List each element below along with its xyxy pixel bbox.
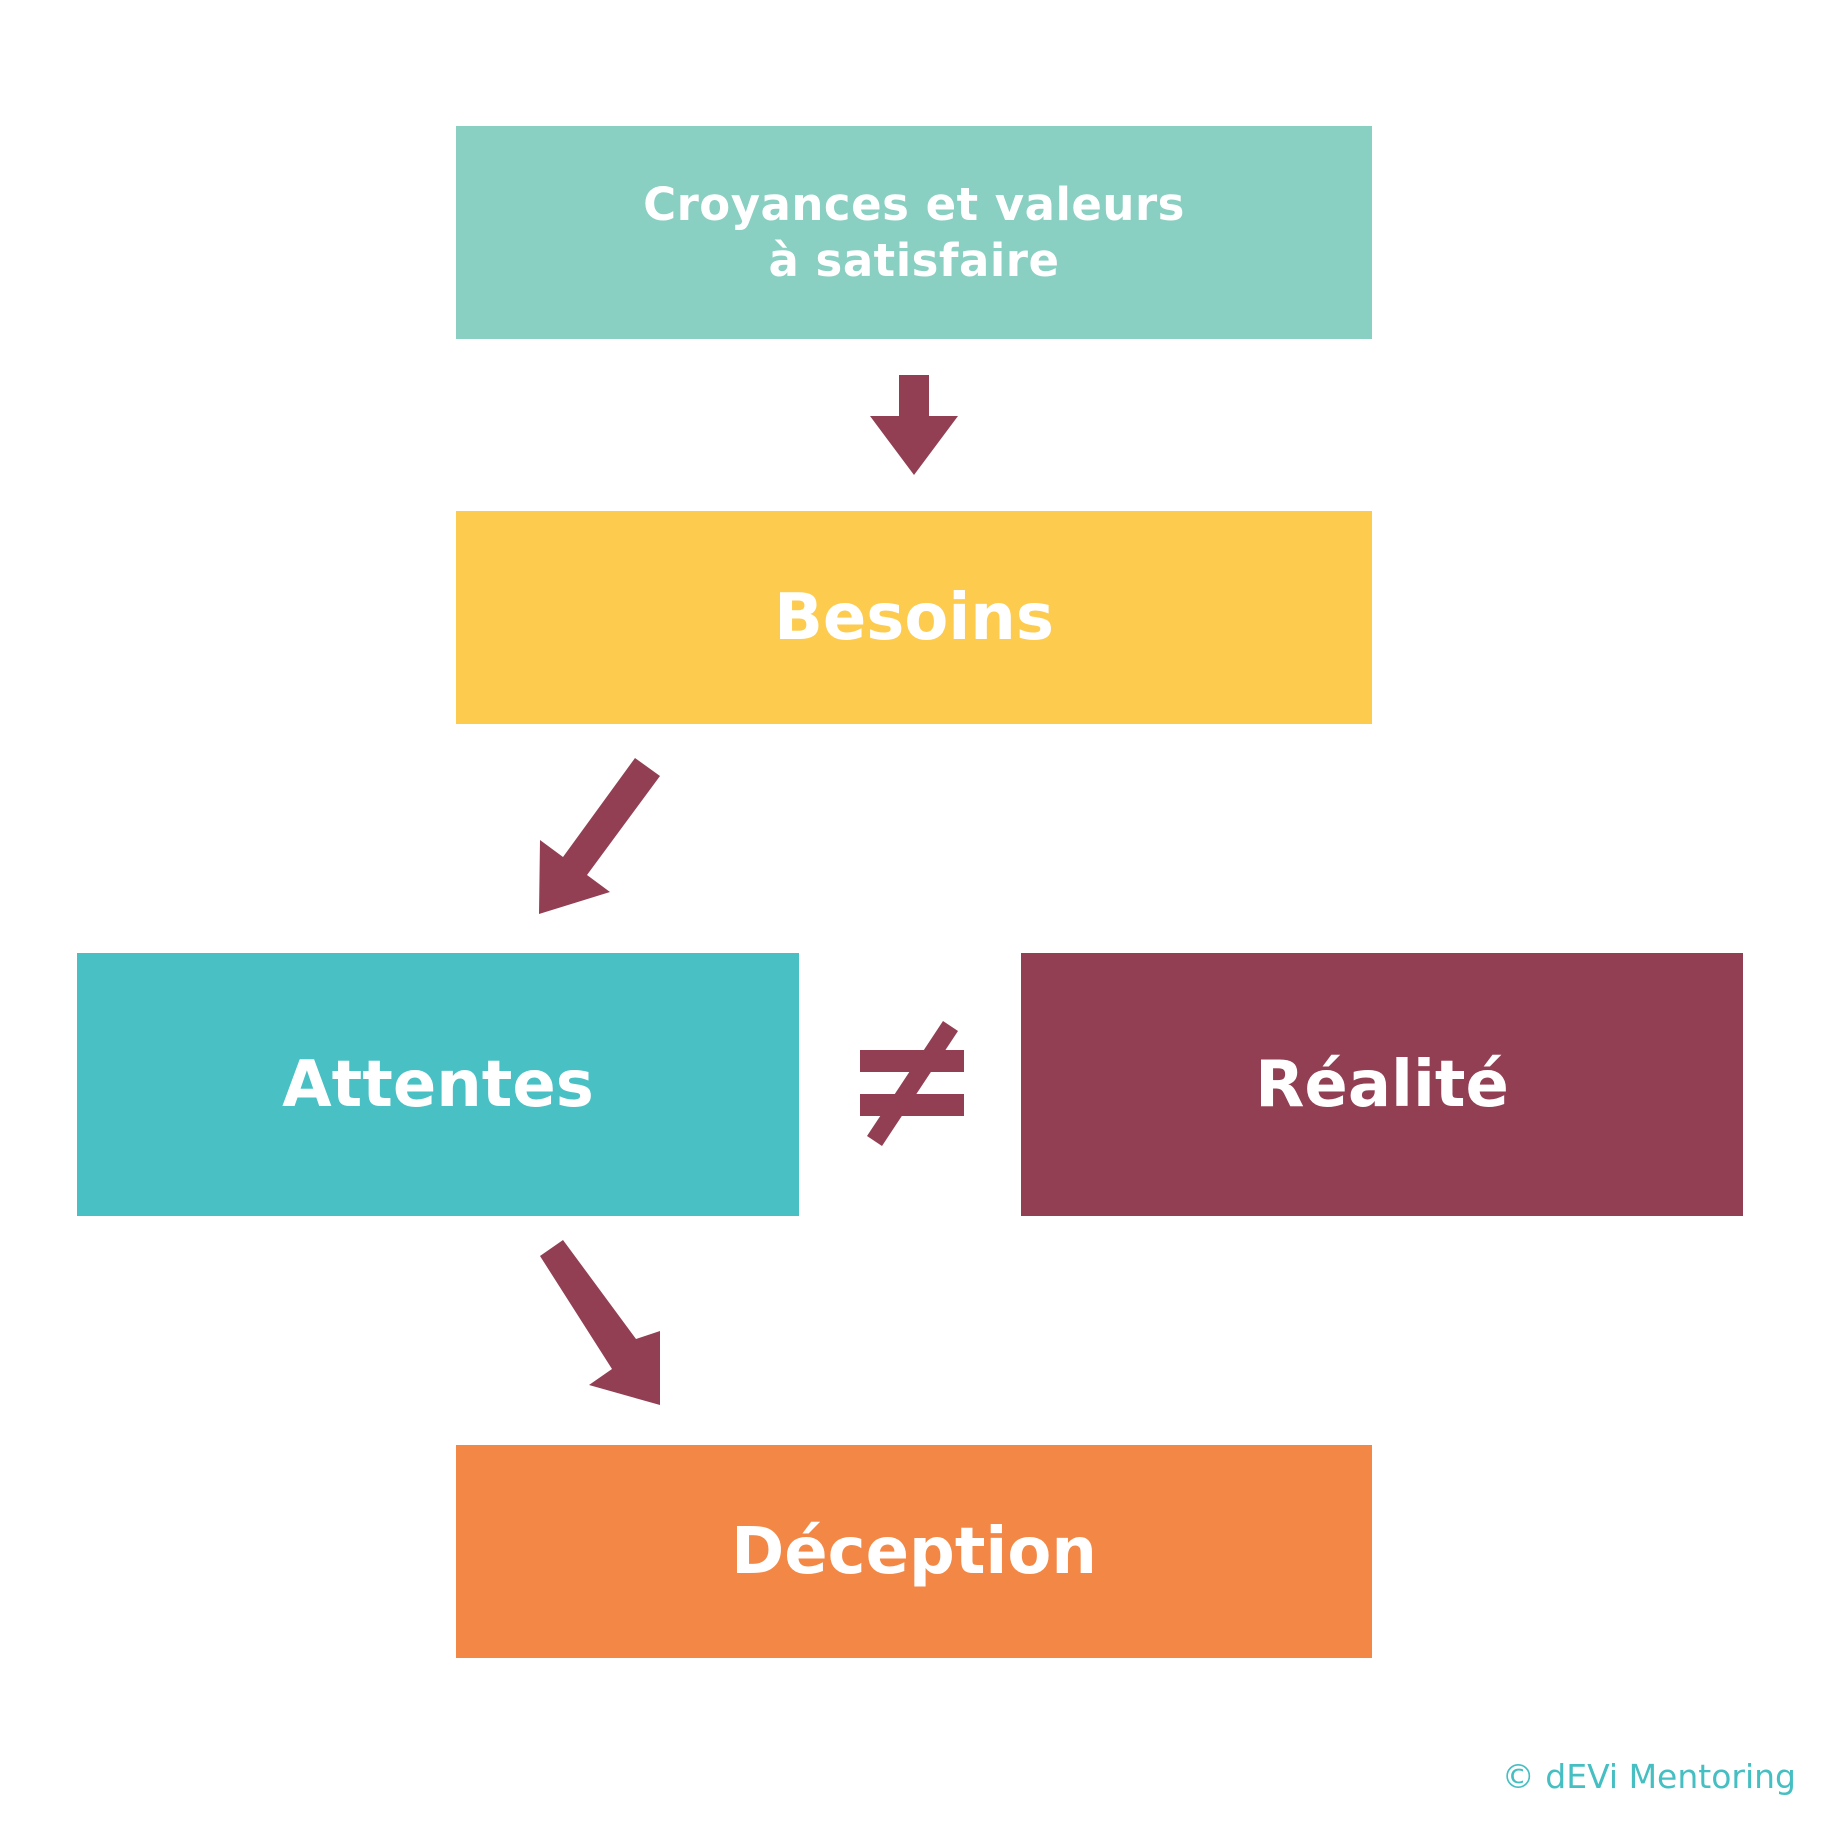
needs-label: Besoins: [774, 580, 1054, 655]
copyright-text: © dEVi Mentoring: [1501, 1757, 1796, 1796]
expectations-label: Attentes: [282, 1047, 594, 1122]
reality-label: Réalité: [1255, 1047, 1509, 1122]
reality-box: Réalité: [1021, 953, 1743, 1216]
needs-box: Besoins: [456, 511, 1372, 724]
arrow-down-left-icon: [539, 758, 660, 914]
not-equal-icon: [860, 1021, 964, 1146]
expectations-box: Attentes: [77, 953, 799, 1216]
arrow-down-icon: [870, 375, 958, 475]
arrow-down-right-icon: [540, 1240, 660, 1405]
disappointment-label: Déception: [731, 1514, 1097, 1589]
beliefs-box: Croyances et valeurs à satisfaire: [456, 126, 1372, 339]
beliefs-label-line-1: Croyances et valeurs: [643, 177, 1185, 231]
beliefs-label-line-2: à satisfaire: [768, 233, 1060, 287]
disappointment-box: Déception: [456, 1445, 1372, 1658]
